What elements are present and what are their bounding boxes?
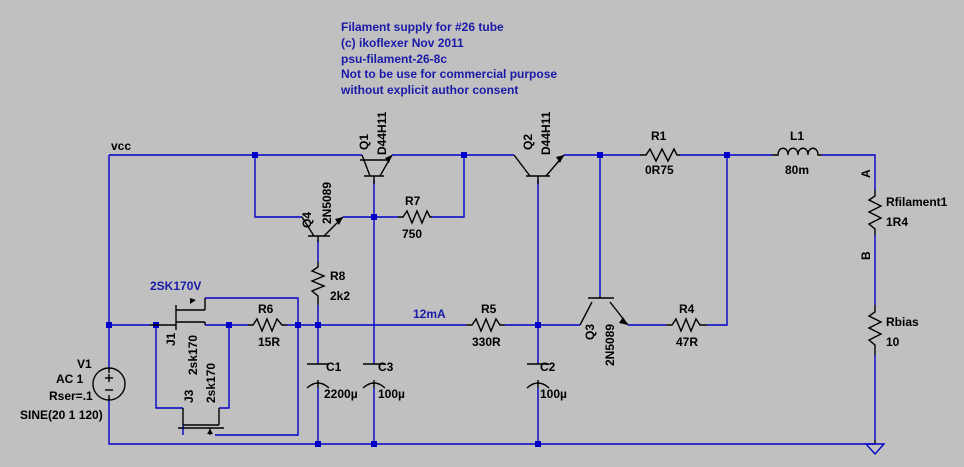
c3-ref: C3: [378, 360, 394, 374]
r6-resistor-symbol: [248, 317, 287, 333]
r5-ref: R5: [481, 302, 497, 316]
q2-value: D44H11: [539, 111, 553, 155]
q4-value: 2N5089: [320, 182, 334, 224]
note-line: psu-filament-26-8c: [341, 52, 447, 66]
wires: [108, 154, 876, 445]
r1-ref: R1: [651, 129, 667, 143]
r8-resistor-symbol: [310, 262, 326, 305]
r8-ref: R8: [330, 269, 346, 283]
c1-value: 2200µ: [324, 387, 358, 401]
vcc-net-label: vcc: [111, 139, 131, 153]
rbias-resistor-symbol: [867, 305, 883, 355]
c1-capacitor-symbol: [306, 363, 330, 389]
q3-value: 2N5089: [603, 324, 617, 366]
j1-ref: J1: [164, 332, 178, 346]
q1-ref: Q1: [357, 134, 371, 150]
v1-ac: AC 1: [56, 372, 84, 386]
note-line: Not to be use for commercial purpose: [341, 67, 557, 81]
current-annotation: 12mA: [413, 307, 446, 321]
note-line: (c) ikoflexer Nov 2011: [341, 36, 464, 50]
c2-value: 100µ: [540, 387, 567, 401]
l1-ref: L1: [790, 129, 804, 143]
r4-ref: R4: [679, 302, 695, 316]
v1-ref: V1: [77, 357, 92, 371]
r5-resistor-symbol: [466, 317, 505, 333]
c2-ref: C2: [540, 360, 556, 374]
title-notes: Filament supply for #26 tube (c) ikoflex…: [340, 20, 557, 97]
j3-jfet-symbol: [178, 408, 224, 435]
r4-value: 47R: [676, 335, 698, 349]
q4-transistor-symbol: [301, 216, 344, 242]
c1-ref: C1: [326, 360, 342, 374]
v1-source: SINE(20 1 120): [20, 408, 103, 422]
ground-icon: [864, 440, 886, 456]
c2-capacitor-symbol: [526, 363, 550, 389]
q2-transistor-symbol: [513, 154, 565, 184]
c3-value: 100µ: [378, 387, 405, 401]
q3-ref: Q3: [583, 324, 597, 340]
r4-resistor-symbol: [666, 317, 707, 333]
jfet-group-label: 2SK170V: [150, 279, 201, 293]
q2-ref: Q2: [521, 134, 535, 150]
r1-resistor-symbol: [640, 147, 680, 163]
j1-value: 2sk170: [186, 335, 200, 375]
r7-resistor-symbol: [398, 209, 432, 225]
v1-source-symbol: [92, 367, 126, 401]
r1-value: 0R75: [645, 163, 674, 177]
r7-ref: R7: [405, 194, 421, 208]
note-line: without explicit author consent: [340, 83, 518, 97]
q3-transistor-symbol: [579, 296, 629, 326]
rbias-value: 10: [886, 335, 900, 349]
rfilament1-resistor-symbol: [867, 190, 883, 235]
q4-ref: Q4: [300, 212, 314, 228]
q1-value: D44H11: [375, 111, 389, 155]
node-a-label: A: [859, 169, 873, 178]
rfilament1-value: 1R4: [886, 215, 908, 229]
j1-jfet-symbol: [150, 298, 206, 330]
r6-value: 15R: [258, 335, 280, 349]
r8-value: 2k2: [330, 289, 350, 303]
rbias-ref: Rbias: [886, 315, 919, 329]
l1-value: 80m: [785, 163, 809, 177]
c3-capacitor-symbol: [362, 363, 386, 389]
r5-value: 330R: [472, 335, 501, 349]
note-line: Filament supply for #26 tube: [341, 20, 504, 34]
j3-value: 2sk170: [204, 363, 218, 403]
r7-value: 750: [402, 227, 422, 241]
v1-rser: Rser=.1: [49, 389, 93, 403]
q1-transistor-symbol: [360, 154, 393, 184]
r6-ref: R6: [258, 302, 274, 316]
l1-inductor-symbol: [772, 147, 822, 156]
j3-ref: J3: [182, 389, 196, 403]
node-b-label: B: [859, 251, 873, 260]
rfilament1-ref: Rfilament1: [886, 195, 948, 209]
